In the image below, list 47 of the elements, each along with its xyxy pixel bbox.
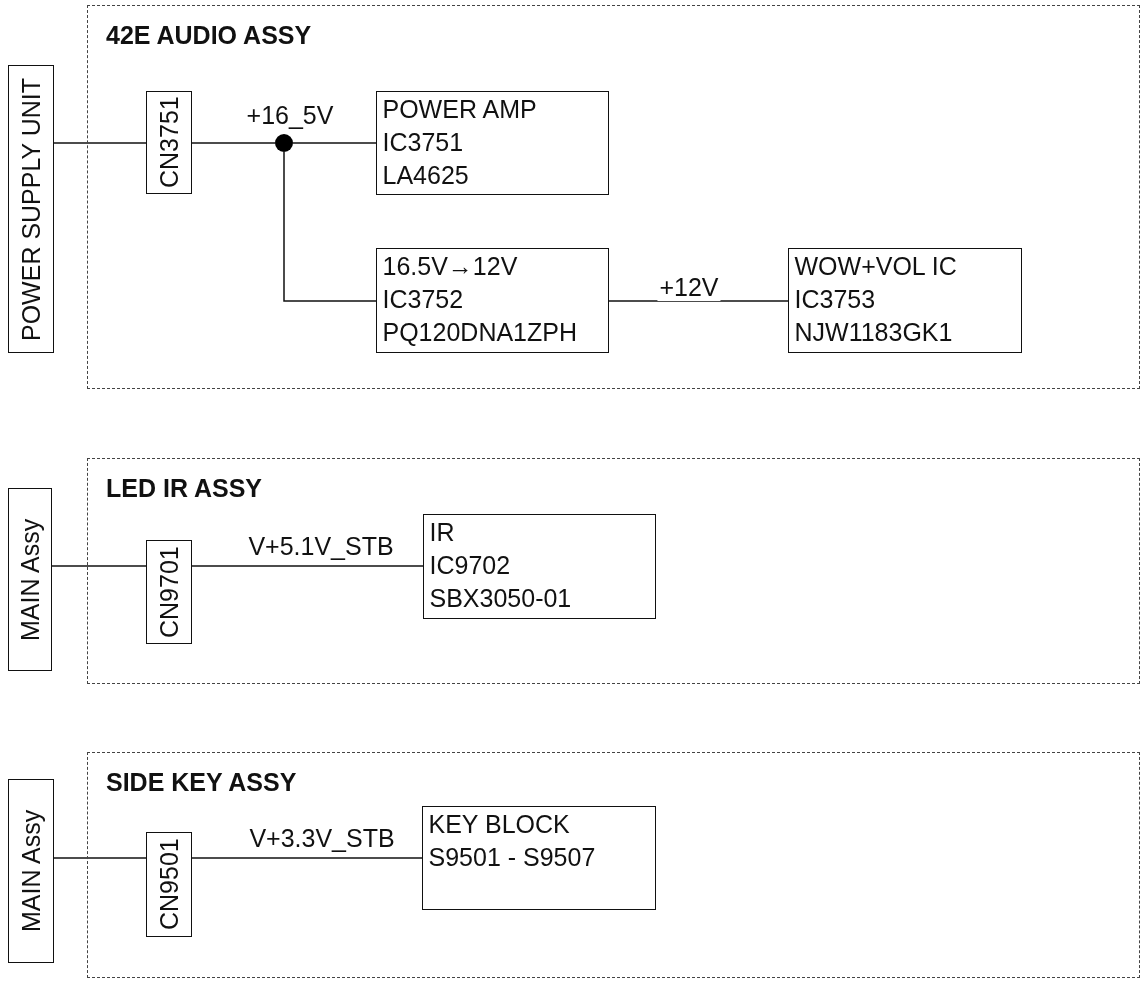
unit-box bbox=[8, 488, 52, 671]
wire bbox=[283, 151, 377, 302]
ic-block bbox=[787, 247, 1022, 353]
junction-dot bbox=[274, 133, 293, 152]
unit-label: POWER SUPPLY UNIT bbox=[16, 77, 46, 341]
block-label: NJW1183GK1 bbox=[794, 316, 954, 348]
block-label: IC3753 bbox=[794, 283, 877, 315]
wire bbox=[191, 857, 423, 859]
panel-title: SIDE KEY ASSY bbox=[106, 768, 297, 796]
assembly-panel bbox=[87, 752, 1140, 978]
block-label: LA4625 bbox=[382, 159, 470, 191]
ic-block bbox=[421, 805, 656, 910]
block-label: IC3752 bbox=[382, 283, 465, 315]
unit-label: CN3751 bbox=[154, 96, 183, 188]
ic-block bbox=[375, 90, 609, 195]
wire bbox=[191, 565, 424, 567]
wire bbox=[53, 142, 147, 144]
assembly-panel bbox=[87, 5, 1140, 389]
block-label: S9501 - S9507 bbox=[428, 841, 597, 873]
block-label: SBX3050-01 bbox=[429, 582, 573, 614]
wire bbox=[292, 142, 377, 144]
wire bbox=[608, 300, 789, 302]
unit-label: CN9501 bbox=[154, 838, 183, 930]
block-label: IC3751 bbox=[382, 126, 465, 158]
block-label: IR bbox=[429, 516, 456, 548]
block-label: IC9702 bbox=[429, 549, 512, 581]
assembly-panel bbox=[87, 458, 1140, 684]
wire bbox=[191, 142, 276, 144]
ic-block bbox=[422, 513, 656, 619]
unit-box bbox=[8, 779, 54, 963]
wire bbox=[51, 565, 147, 567]
unit-label: MAIN Assy bbox=[16, 809, 46, 933]
panel-title: LED IR ASSY bbox=[106, 474, 263, 502]
block-label: POWER AMP bbox=[382, 93, 538, 125]
unit-label: MAIN Assy bbox=[15, 518, 45, 641]
block-label: 16.5V→12V bbox=[382, 250, 519, 282]
ic-block bbox=[375, 247, 609, 353]
unit-box bbox=[8, 65, 54, 353]
unit-label: CN9701 bbox=[154, 545, 183, 638]
panel-title: 42E AUDIO ASSY bbox=[106, 21, 312, 49]
block-label: WOW+VOL IC bbox=[794, 250, 958, 282]
unit-box bbox=[145, 90, 192, 194]
unit-box bbox=[145, 539, 192, 644]
block-label: KEY BLOCK bbox=[428, 808, 571, 840]
block-label: PQ120DNA1ZPH bbox=[382, 316, 579, 348]
unit-box bbox=[145, 831, 192, 937]
wire bbox=[53, 857, 147, 859]
